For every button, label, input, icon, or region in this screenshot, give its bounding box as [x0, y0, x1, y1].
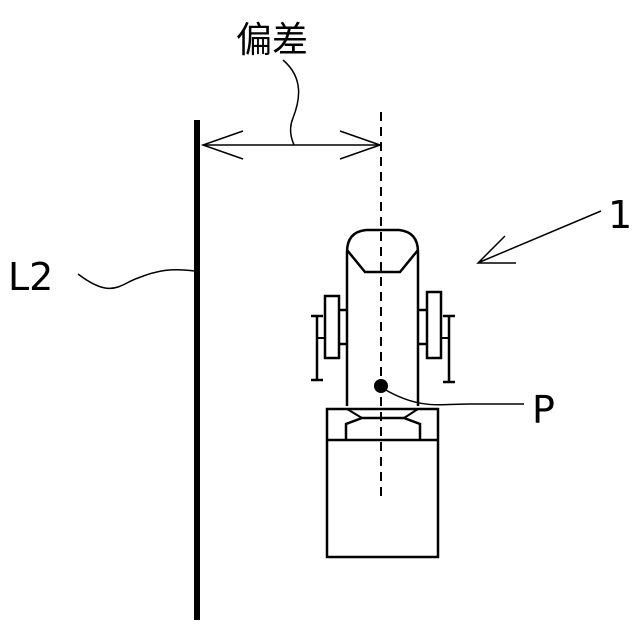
vehicle-hood-notch: [347, 250, 418, 272]
point-p-leader-line: [384, 389, 524, 405]
deviation-label: 偏差: [236, 20, 308, 61]
vehicle-rear-body: [327, 409, 438, 557]
boundary-label: L2: [8, 255, 53, 299]
vehicle-hitch-left-strut: [347, 409, 362, 418]
machine-leader-arrow: [480, 211, 601, 262]
boundary-leader-line: [78, 270, 195, 289]
right-front-wheel: [427, 292, 441, 358]
left-track-mark: [311, 316, 325, 380]
vehicle: [311, 230, 455, 557]
deviation-leader-line: [283, 60, 299, 145]
point-p-label: P: [532, 388, 555, 432]
vehicle-hitch-right-strut: [404, 409, 418, 418]
left-front-wheel: [325, 296, 339, 358]
right-track-mark: [441, 316, 455, 382]
machine-label: 1: [608, 193, 632, 237]
vehicle-hitch-shape: [346, 418, 420, 440]
